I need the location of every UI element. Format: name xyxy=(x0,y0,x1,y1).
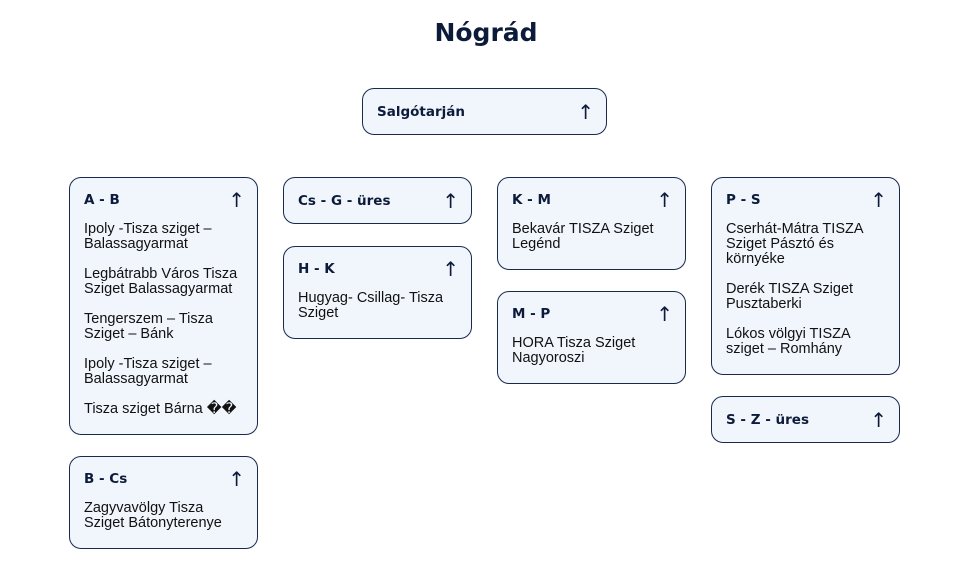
list-item: Tisza sziget Bárna �� xyxy=(84,401,237,417)
root-card-title: Salgótarján xyxy=(377,103,465,120)
arrow-up-icon[interactable]: ↑ xyxy=(656,302,673,326)
arrow-up-icon[interactable]: ↑ xyxy=(870,188,887,212)
list-item: HORA Tisza Sziget Nagyoroszi xyxy=(512,335,636,366)
group-card-title: M - P xyxy=(512,306,551,322)
group-card-title: S - Z - üres xyxy=(726,411,809,428)
arrow-up-icon[interactable]: ↑ xyxy=(228,467,245,491)
root-card[interactable]: Salgótarján ↑ xyxy=(362,88,607,135)
list-item: Zagyvavölgy Tisza Sziget Bátonyterenye xyxy=(84,500,222,531)
group-card-m-p[interactable]: M - P ↑ HORA Tisza Sziget Nagyoroszi xyxy=(497,291,686,384)
group-card-title: K - M xyxy=(512,192,551,208)
group-card-title: P - S xyxy=(726,192,761,208)
group-card-cs-g[interactable]: Cs - G - üres ↑ xyxy=(283,177,472,224)
group-card-b-cs[interactable]: B - Cs ↑ Zagyvavölgy Tisza Sziget Bátony… xyxy=(69,456,258,549)
arrow-up-icon[interactable]: ↑ xyxy=(442,257,459,281)
group-card-title: B - Cs xyxy=(84,471,128,487)
page-title: Nógrád xyxy=(434,18,538,47)
arrow-up-icon[interactable]: ↑ xyxy=(870,407,887,432)
arrow-up-icon[interactable]: ↑ xyxy=(656,188,673,212)
arrow-up-icon[interactable]: ↑ xyxy=(577,99,594,124)
group-card-a-b[interactable]: A - B ↑ Ipoly -Tisza sziget – Balassagya… xyxy=(69,177,258,435)
list-item: Bekavár TISZA Sziget Legénd xyxy=(512,221,654,252)
list-item: Ipoly -Tisza sziget – Balassagyarmat xyxy=(84,356,212,387)
list-item: Legbátrabb Város Tisza Sziget Balassagya… xyxy=(84,266,238,297)
group-card-k-m[interactable]: K - M ↑ Bekavár TISZA Sziget Legénd xyxy=(497,177,686,270)
list-item: Cserhát-Mátra TISZA Sziget Pásztó és kör… xyxy=(726,221,863,267)
group-card-h-k[interactable]: H - K ↑ Hugyag- Csillag- Tisza Sziget xyxy=(283,246,472,339)
group-card-title: Cs - G - üres xyxy=(298,192,391,209)
group-card-title: A - B xyxy=(84,192,120,208)
list-item: Lókos völgyi TISZA sziget – Romhány xyxy=(726,326,850,357)
list-item: Derék TISZA Sziget Pusztaberki xyxy=(726,281,854,312)
arrow-up-icon[interactable]: ↑ xyxy=(228,188,245,212)
arrow-up-icon[interactable]: ↑ xyxy=(442,188,459,213)
group-card-p-s[interactable]: P - S ↑ Cserhát-Mátra TISZA Sziget Pászt… xyxy=(711,177,900,375)
group-card-s-z[interactable]: S - Z - üres ↑ xyxy=(711,396,900,443)
list-item: Ipoly -Tisza sziget – Balassagyarmat xyxy=(84,221,212,252)
list-item: Hugyag- Csillag- Tisza Sziget xyxy=(298,290,444,321)
list-item: Tengerszem – Tisza Sziget – Bánk xyxy=(84,311,213,342)
group-card-title: H - K xyxy=(298,261,335,277)
